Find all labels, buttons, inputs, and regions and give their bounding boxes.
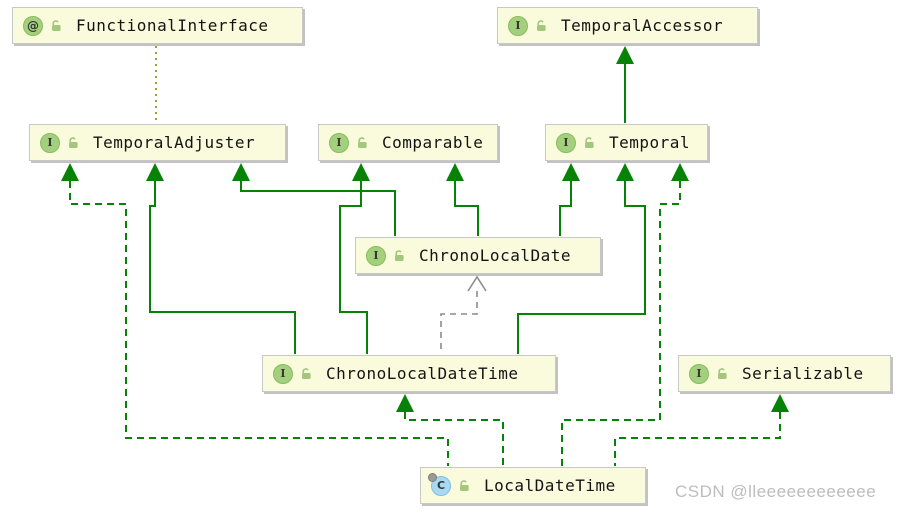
node-label: TemporalAccessor	[561, 16, 724, 35]
node-label: FunctionalInterface	[76, 16, 269, 35]
arrowhead	[232, 163, 250, 181]
unlocked-icon	[358, 137, 367, 148]
edge-localdatetime-implements-serializable[interactable]	[614, 394, 789, 466]
unlocked-icon	[52, 20, 61, 31]
node-temporaladjuster[interactable]: I TemporalAdjuster	[29, 124, 286, 161]
interface-icon: I	[689, 363, 709, 384]
node-chronolocaldatetime[interactable]: I ChronoLocalDateTime	[262, 355, 556, 392]
interface-icon: I	[273, 363, 293, 384]
arrowhead	[352, 163, 370, 181]
unlocked-icon	[585, 137, 594, 148]
arrowhead	[771, 394, 789, 412]
node-label: Comparable	[382, 133, 484, 152]
unlocked-icon	[537, 20, 546, 31]
arrowhead	[446, 163, 464, 181]
interface-icon: I	[329, 132, 349, 153]
node-label: ChronoLocalDate	[419, 246, 571, 265]
arrowhead	[396, 394, 414, 412]
edge-localdatetime-implements-chronolocaldatetime[interactable]	[396, 394, 504, 466]
edge-localdatetime-implements-temporal[interactable]	[561, 163, 689, 466]
node-comparable[interactable]: I Comparable	[318, 124, 498, 161]
edge-chronolocaldate-extends-temporaladjuster[interactable]	[232, 163, 396, 236]
node-label: Serializable	[742, 364, 864, 383]
interface-icon: I	[556, 132, 576, 153]
interface-icon: I	[40, 132, 60, 153]
node-label: TemporalAdjuster	[93, 133, 256, 152]
class-icon: C	[428, 472, 451, 496]
class-icon-marker	[428, 472, 437, 482]
edge-chronolocaldatetime-extends-temporal[interactable]	[517, 163, 646, 354]
edge-temporal-extends-temporalaccessor[interactable]	[616, 46, 634, 123]
arrowhead	[616, 46, 634, 64]
arrowhead	[61, 163, 79, 181]
interface-icon: I	[366, 245, 386, 266]
unlocked-icon	[302, 368, 311, 379]
edge-chronolocaldatetime-extends-temporaladjuster[interactable]	[146, 163, 296, 354]
edge-chronolocaldate-extends-comparable[interactable]	[446, 163, 479, 236]
arrowhead	[616, 163, 634, 181]
node-chronolocaldate[interactable]: I ChronoLocalDate	[355, 237, 601, 274]
node-label: LocalDateTime	[484, 476, 616, 495]
annotation-icon: @	[23, 15, 43, 36]
node-serializable[interactable]: I Serializable	[678, 355, 891, 392]
edge-chronolocaldate-extends-temporal[interactable]	[559, 163, 580, 236]
arrowhead	[562, 163, 580, 181]
arrowhead	[146, 163, 164, 181]
node-label: ChronoLocalDateTime	[326, 364, 519, 383]
open-arrowhead	[467, 275, 487, 292]
edge-chronolocaldatetime-extends-comparable[interactable]	[339, 163, 370, 354]
interface-icon: I	[508, 15, 528, 36]
arrowhead	[671, 163, 689, 181]
unlocked-icon	[395, 250, 404, 261]
node-label: Temporal	[609, 133, 691, 152]
node-functionalinterface[interactable]: @ FunctionalInterface	[12, 7, 303, 44]
unlocked-icon	[69, 137, 78, 148]
node-temporalaccessor[interactable]: I TemporalAccessor	[497, 7, 758, 44]
node-temporal[interactable]: I Temporal	[545, 124, 708, 161]
node-localdatetime[interactable]: C LocalDateTime	[420, 467, 646, 504]
edge-localdatetime-implements-temporaladjuster[interactable]	[61, 163, 449, 466]
csdn-watermark: CSDN @lleeeeeeeeeeee	[675, 482, 877, 501]
unlocked-icon	[460, 480, 469, 491]
edge-chronolocaldatetime-dependency-chronolocaldate[interactable]	[440, 275, 487, 354]
unlocked-icon	[718, 368, 727, 379]
